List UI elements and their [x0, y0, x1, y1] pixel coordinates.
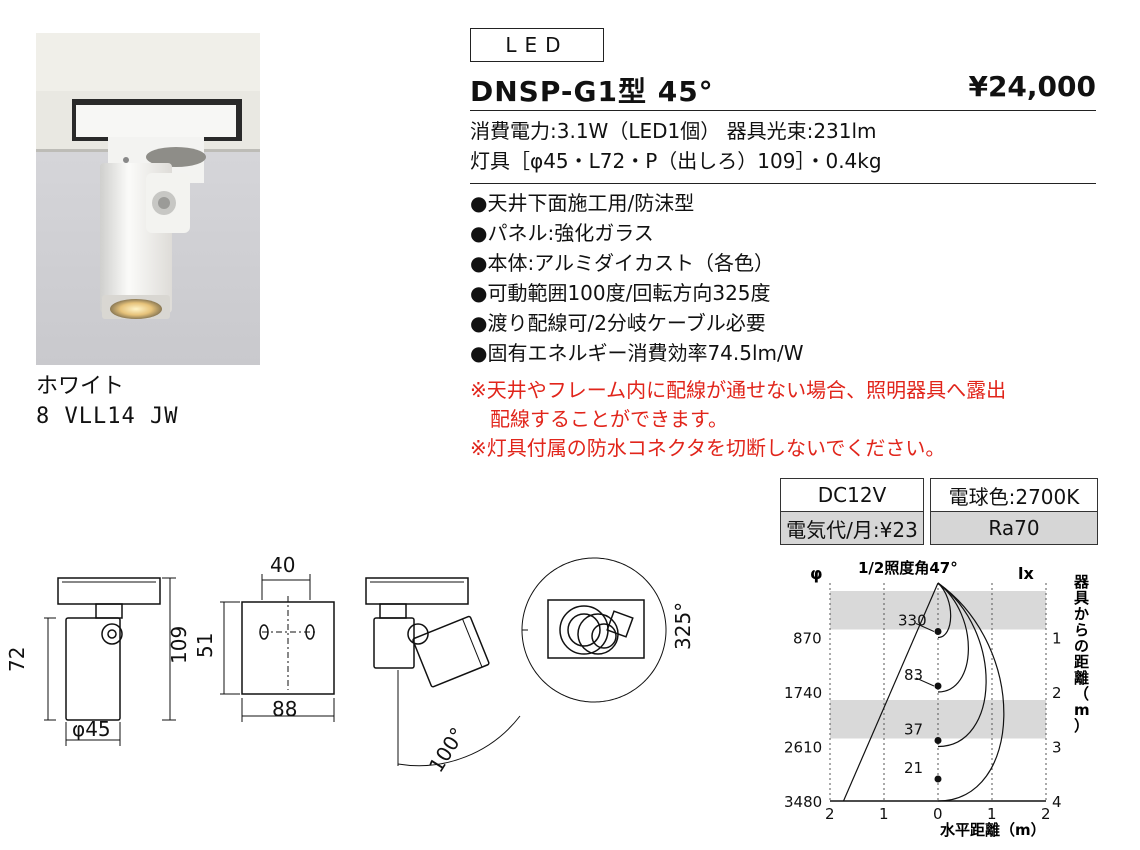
lux-leader [915, 677, 935, 687]
dim-height-109: 109 [167, 626, 191, 664]
dim-tilt-angle: 100° [424, 723, 470, 777]
note-line: ※灯具付属の防水コネクタを切断しないでください。 [470, 436, 946, 460]
product-photo [36, 33, 260, 365]
feature-item: ●天井下面施工用/防沫型 [470, 191, 695, 215]
lux-point [934, 737, 942, 744]
feature-item: ●本体:アルミダイカスト（各色） [470, 251, 774, 275]
dim-height-51: 51 [193, 633, 217, 658]
divider-top [470, 110, 1096, 111]
y-tick-label: 2 [1052, 684, 1062, 702]
voltage-cell: DC12V [780, 478, 924, 512]
dim-height-72: 72 [5, 647, 29, 672]
dim-width-40: 40 [270, 553, 295, 577]
color-temp-cell: 電球色:2700K [930, 478, 1098, 512]
lux-point [934, 628, 942, 635]
caution-notes: ※天井やフレーム内に配線が通せない場合、照明器具へ露出 配線することができます。… [470, 376, 1110, 463]
lux-points [934, 628, 942, 783]
lux-point [934, 775, 942, 783]
feature-item: ●固有エネルギー消費効率74.5lm/W [470, 341, 804, 365]
chart-grid [829, 583, 1047, 801]
illuminance-curves [937, 582, 1005, 802]
divider-mid [470, 183, 1096, 184]
price: ¥24,000 [968, 70, 1096, 103]
iso-lux-curve [937, 582, 969, 693]
color-name: ホワイト [36, 374, 125, 399]
feature-item: ●渡り配線可/2分岐ケーブル必要 [470, 311, 766, 335]
lux-label: 21 [904, 759, 923, 777]
dim-diameter: φ45 [72, 717, 111, 741]
lux-unit-label: lx [1018, 564, 1034, 583]
diameter-tick-label: 2610 [784, 739, 822, 757]
model-code: 8 VLL14 JW [36, 404, 179, 429]
feature-item: ●パネル:強化ガラス [470, 221, 654, 245]
cri-cell: Ra70 [930, 511, 1098, 545]
lux-leader [915, 623, 935, 632]
half-angle-line [842, 582, 939, 802]
note-line: ※天井やフレーム内に配線が通せない場合、照明器具へ露出 [470, 378, 1007, 402]
x-tick-label: 1 [879, 805, 889, 823]
x-axis-title: 水平距離（m） [940, 821, 1046, 839]
x-tick-label: 1 [987, 805, 997, 823]
spec-dimensions: 灯具［φ45・L72・P（出しろ）109］・0.4kg [470, 149, 882, 173]
spec-power: 消費電力:3.1W（LED1個） 器具光束:231lm [470, 119, 877, 143]
diameter-axis-label: φ [810, 564, 823, 583]
front-view [44, 577, 176, 746]
lux-point [934, 682, 942, 690]
led-category-badge: LED [470, 28, 604, 62]
y-axis-title: 器具からの距離（m） [1073, 573, 1090, 735]
variant-caption: ホワイト 8 VLL14 JW [36, 372, 178, 432]
iso-lux-curve [937, 582, 1005, 802]
lux-label: 37 [904, 721, 923, 739]
y-tick-label: 1 [1052, 630, 1062, 648]
lux-label: 83 [904, 666, 923, 684]
y-tick-label: 4 [1052, 793, 1062, 811]
diameter-tick-label: 870 [793, 630, 822, 648]
diameter-tick-label: 3480 [784, 793, 822, 811]
dim-rotation-angle: 325° [671, 602, 695, 650]
top-view [220, 574, 335, 722]
model-title: DNSP-G1型 45° [470, 75, 714, 108]
x-tick-label: 2 [825, 805, 835, 823]
feature-list: ●天井下面施工用/防沫型 ●パネル:強化ガラス ●本体:アルミダイカスト（各色）… [470, 188, 804, 368]
feature-item: ●可動範囲100度/回転方向325度 [470, 281, 771, 305]
dimension-drawings: 72 109 φ45 40 51 88 100° 325° [5, 553, 695, 777]
monthly-cost-cell: 電気代/月:¥23 [780, 511, 924, 545]
note-line: 配線することができます。 [490, 407, 728, 431]
x-tick-label: 0 [933, 805, 943, 823]
chart-title: 1/2照度角47° [858, 559, 958, 577]
y-tick-label: 3 [1052, 739, 1062, 757]
rotation-view [521, 557, 667, 703]
tilt-view [365, 577, 521, 767]
dim-length-88: 88 [272, 697, 297, 721]
iso-lux-curve [937, 582, 987, 748]
iso-lux-curve [937, 582, 952, 639]
diameter-tick-label: 1740 [784, 684, 822, 702]
x-tick-label: 2 [1041, 805, 1051, 823]
